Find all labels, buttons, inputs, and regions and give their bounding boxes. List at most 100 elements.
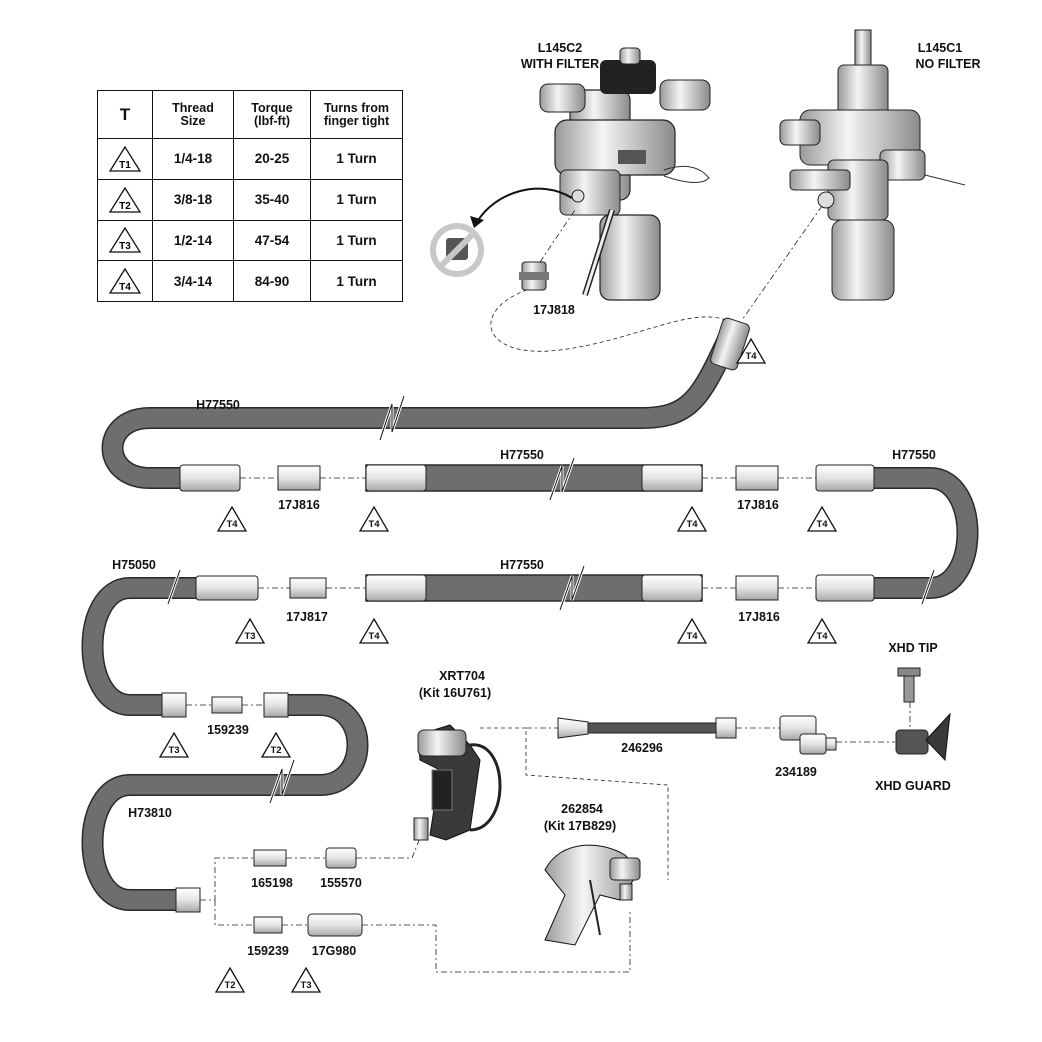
torque-t4-marker: T4 bbox=[359, 506, 389, 532]
label-17j817: 17J817 bbox=[286, 610, 328, 624]
torque-t4-marker: T4 bbox=[217, 506, 247, 532]
label-155570: 155570 bbox=[320, 876, 362, 890]
svg-text:T2: T2 bbox=[224, 980, 235, 991]
gun-262854-kit: (Kit 17B829) bbox=[544, 819, 616, 833]
pump-left-model: L145C2 bbox=[538, 41, 583, 55]
torque-header: Torque(lbf-ft) bbox=[251, 100, 293, 128]
break-mark-icon bbox=[166, 569, 182, 605]
nipple-17j816-icon bbox=[735, 575, 779, 601]
torque-t4-marker: T4 bbox=[807, 618, 837, 644]
turns-cell: 1 Turn bbox=[310, 138, 403, 180]
hose-h77550-top bbox=[101, 330, 740, 489]
col-header-t: T bbox=[97, 90, 153, 139]
label-159239-a: 159239 bbox=[207, 723, 249, 737]
torque-triangle-icon: T3 bbox=[108, 227, 142, 254]
pump-l145c2 bbox=[539, 47, 711, 301]
pump-l145c1 bbox=[779, 29, 966, 301]
fitting-155570-icon bbox=[325, 847, 357, 869]
label-17j818: 17J818 bbox=[533, 303, 575, 317]
nipple-159239-icon bbox=[211, 696, 243, 714]
col-header-torque: Torque(lbf-ft) bbox=[233, 90, 311, 139]
svg-text:T4: T4 bbox=[368, 519, 380, 530]
torque-symbol-cell: T4 bbox=[97, 260, 153, 302]
xhd-tip-icon bbox=[897, 667, 921, 703]
thread-size-cell: 3/4-14 bbox=[152, 260, 234, 302]
svg-text:T2: T2 bbox=[270, 745, 281, 756]
hose-fitting bbox=[195, 575, 259, 601]
hose-end-fitting bbox=[710, 317, 750, 371]
label-17j816-a: 17J816 bbox=[278, 498, 320, 512]
torque-t3-marker: T3 bbox=[291, 967, 321, 993]
label-hose-h77550-lower: H77550 bbox=[500, 558, 544, 572]
torque-symbol-cell: T1 bbox=[97, 138, 153, 180]
torque-value-cell: 84-90 bbox=[233, 260, 311, 302]
pump-left-variant: WITH FILTER bbox=[521, 57, 599, 71]
torque-t3-marker: T3 bbox=[159, 732, 189, 758]
label-165198: 165198 bbox=[251, 876, 293, 890]
hose-fitting bbox=[815, 574, 875, 602]
label-xhd-guard: XHD GUARD bbox=[875, 779, 951, 793]
label-hose-h77550-middle: H77550 bbox=[500, 448, 544, 462]
svg-text:T4: T4 bbox=[816, 519, 828, 530]
nipple-17j817-icon bbox=[289, 577, 327, 599]
nipple-17j816-icon bbox=[735, 465, 779, 491]
hose-fitting bbox=[161, 692, 187, 718]
break-mark-icon bbox=[920, 569, 936, 605]
torque-t4-marker: T4 bbox=[359, 618, 389, 644]
removal-arrow bbox=[476, 187, 573, 223]
torque-symbol-cell: T2 bbox=[97, 178, 153, 221]
label-xhd-tip: XHD TIP bbox=[888, 641, 937, 655]
prohibited-fitting-icon bbox=[430, 223, 484, 277]
pump-right-model: L145C1 bbox=[918, 41, 963, 55]
thread-size-cell: 1/2-14 bbox=[152, 219, 234, 262]
svg-text:T4: T4 bbox=[119, 282, 131, 293]
torque-triangle-icon: T4 bbox=[108, 267, 142, 294]
fitting-17g980-icon bbox=[307, 913, 363, 937]
torque-value-cell: 20-25 bbox=[233, 138, 311, 180]
fitting-17j818-icon bbox=[519, 261, 549, 291]
torque-triangle-icon: T1 bbox=[108, 145, 142, 172]
label-17g980: 17G980 bbox=[312, 944, 357, 958]
hose-h77550-lower bbox=[365, 574, 703, 602]
hose-fitting bbox=[815, 464, 875, 492]
gun-xrt704-model: XRT704 bbox=[439, 669, 485, 683]
svg-text:T3: T3 bbox=[168, 745, 179, 756]
thread-size-cell: 1/4-18 bbox=[152, 138, 234, 180]
torque-t4-marker: T4 bbox=[807, 506, 837, 532]
svg-text:T3: T3 bbox=[119, 241, 131, 252]
fitting-165198-icon bbox=[253, 849, 287, 867]
break-mark-icon bbox=[378, 395, 406, 441]
turns-cell: 1 Turn bbox=[310, 178, 403, 221]
torque-t4-marker: T4 bbox=[677, 618, 707, 644]
label-hose-h75050: H75050 bbox=[112, 558, 156, 572]
torque-t2-marker: T2 bbox=[261, 732, 291, 758]
torque-t4-marker: T4 bbox=[677, 506, 707, 532]
hose-fitting bbox=[263, 692, 289, 718]
svg-text:T2: T2 bbox=[119, 201, 131, 212]
turns-cell: 1 Turn bbox=[310, 219, 403, 262]
break-mark-icon bbox=[548, 457, 576, 501]
thread-size-cell: 3/8-18 bbox=[152, 178, 234, 221]
hose-fitting bbox=[175, 887, 201, 913]
svg-text:T4: T4 bbox=[368, 631, 380, 642]
svg-text:T3: T3 bbox=[300, 980, 311, 991]
extension-246296-icon bbox=[557, 717, 737, 739]
label-159239-b: 159239 bbox=[247, 944, 289, 958]
svg-text:T4: T4 bbox=[745, 351, 757, 362]
nipple-17j816-icon bbox=[277, 465, 321, 491]
label-hose-h77550-top: H77550 bbox=[196, 398, 240, 412]
hose-fitting bbox=[179, 464, 241, 492]
gun-262854 bbox=[544, 844, 641, 946]
gun-xrt704-kit: (Kit 16U761) bbox=[419, 686, 491, 700]
arrow-head-icon bbox=[470, 216, 484, 228]
torque-t2-marker: T2 bbox=[215, 967, 245, 993]
svg-text:T3: T3 bbox=[244, 631, 255, 642]
